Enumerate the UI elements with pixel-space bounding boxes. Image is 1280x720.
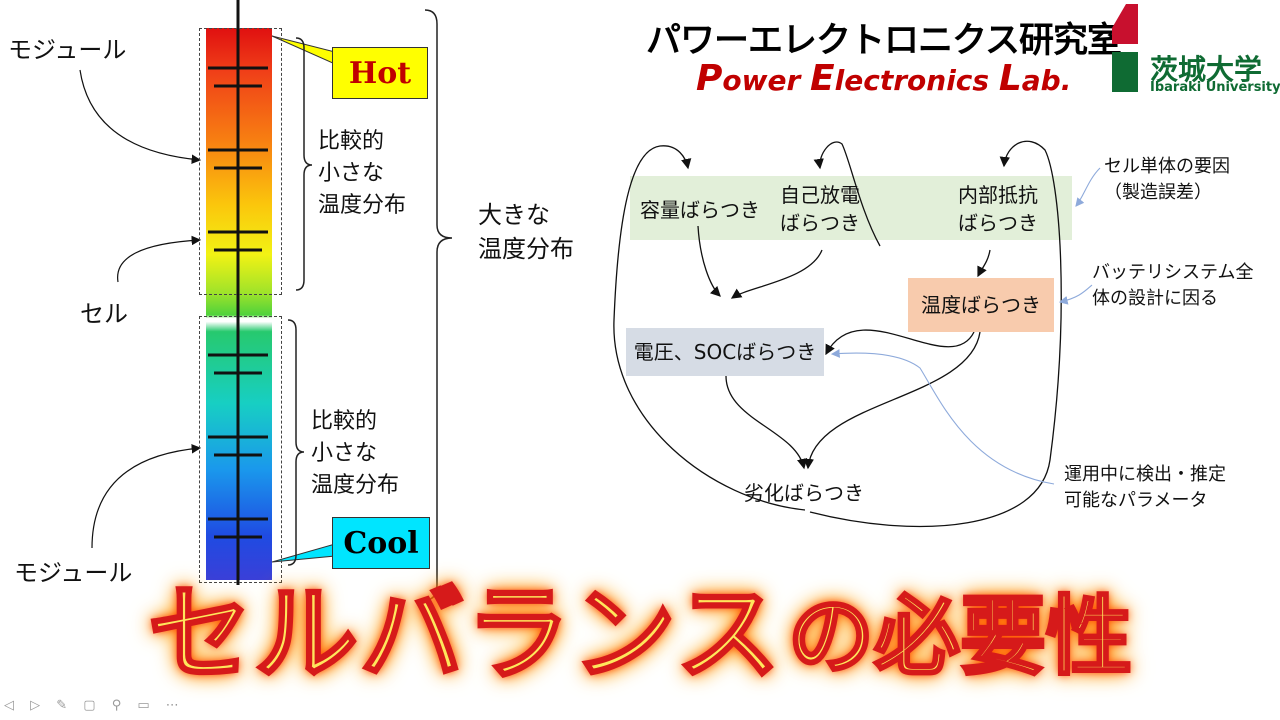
note-system-design: バッテリシステム全体の設計に因る <box>1092 262 1254 309</box>
note-operation: 運用中に検出・推定可能なパラメータ <box>1064 464 1226 511</box>
slide-controls[interactable]: ◁ ▷ ✎ ▢ ⚲ ▭ ⋯ <box>4 698 185 713</box>
note-arrow-cell <box>1075 167 1101 207</box>
module-label-top: モジュール <box>8 36 127 64</box>
small-distribution-top: 比較的 小さな 温度分布 <box>318 129 407 218</box>
node-self-discharge: 自己放電ばらつき <box>780 183 860 235</box>
note-arrow-system <box>1058 284 1093 305</box>
stack-drawing <box>79 0 453 601</box>
causal-diagram <box>613 140 1101 528</box>
module-label-bottom: モジュール <box>14 559 133 587</box>
edge-voltage-degradation <box>725 375 808 470</box>
arrow-module-top <box>79 69 202 165</box>
cell-plates <box>208 66 268 539</box>
node-capacity: 容量ばらつき <box>640 198 760 222</box>
large-distribution: 大きな 温度分布 <box>478 201 574 263</box>
university-name-en: Ibaraki University <box>1150 80 1280 95</box>
university-name: 茨城大学 <box>1150 53 1263 86</box>
note-arrow-operation <box>830 349 1055 485</box>
edge-temp-voltage <box>825 329 975 356</box>
edge-temp-degradation <box>803 331 981 470</box>
edge-ir-temp <box>977 249 991 278</box>
brace-top <box>295 37 313 291</box>
module-box-top <box>199 28 282 295</box>
node-internal-resistance: 内部抵抗ばらつき <box>958 183 1038 235</box>
lab-title-jp: パワーエレクトロニクス研究室 <box>646 21 1122 61</box>
university-logo-mark <box>1112 4 1138 92</box>
brace-large <box>424 9 453 601</box>
arrow-module-bottom <box>91 443 202 549</box>
cool-callout: Cool <box>332 517 430 569</box>
banner-title: セルバランスの必要性 <box>147 573 1134 695</box>
lab-title-en: Power Electronics Lab. <box>696 58 1072 99</box>
brace-bottom <box>287 319 305 566</box>
node-degradation: 劣化ばらつき <box>744 481 864 505</box>
loop-right <box>809 140 1062 528</box>
loop-left <box>613 145 806 511</box>
edge-selfdis-voltage <box>730 249 823 299</box>
loop-mid <box>813 141 881 247</box>
node-temperature: 温度ばらつき <box>908 278 1054 332</box>
node-voltage-soc: 電圧、SOCばらつき <box>626 328 824 376</box>
hot-callout: Hot <box>332 47 428 99</box>
edge-capacity-voltage <box>697 225 721 297</box>
note-cell-factors: セル単体の要因（製造誤差） <box>1104 156 1230 203</box>
cell-factors-band <box>630 176 1072 240</box>
module-box-bottom <box>199 316 282 583</box>
cell-label: セル <box>80 300 128 328</box>
small-distribution-bottom: 比較的 小さな 温度分布 <box>311 409 400 498</box>
arrow-cell <box>117 235 202 283</box>
